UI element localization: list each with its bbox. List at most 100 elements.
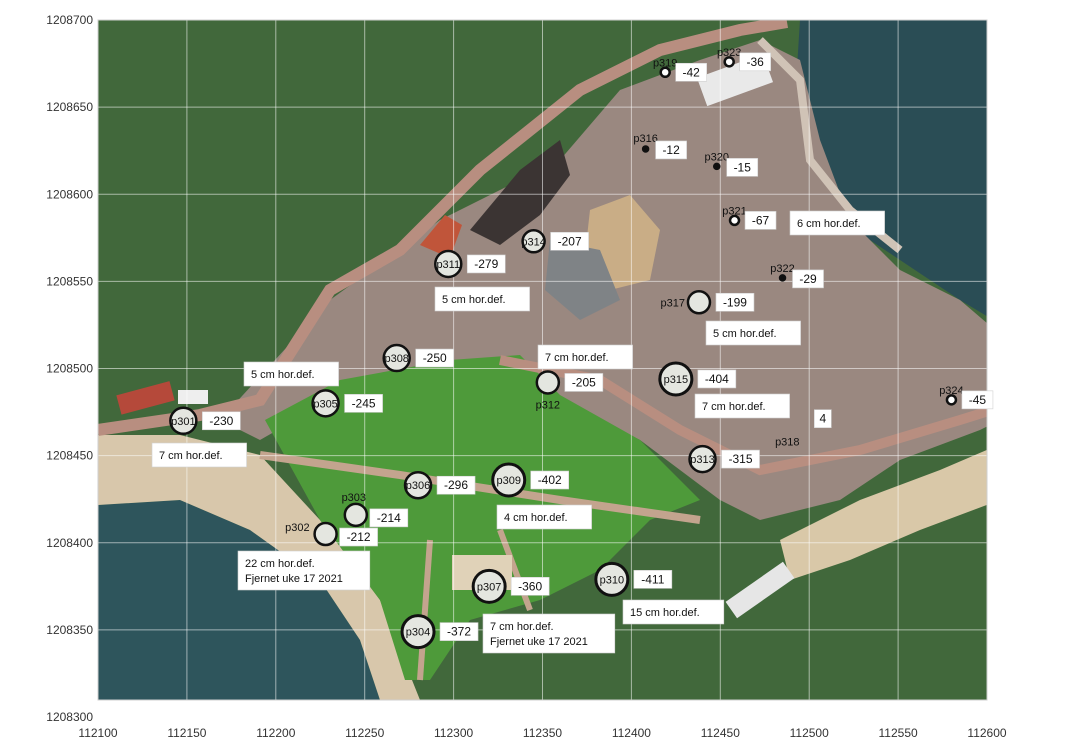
note-box <box>694 393 790 419</box>
point-value-box <box>726 158 759 177</box>
point-marker <box>382 343 411 373</box>
survey-point-p322[interactable]: p322-29 <box>770 263 824 289</box>
survey-point-p319[interactable]: p319-42 <box>653 57 707 82</box>
survey-point-p303[interactable]: p303-214 <box>342 492 409 528</box>
y-tick-label: 1208500 <box>46 362 93 376</box>
point-marker <box>403 470 433 500</box>
survey-point-p324[interactable]: p324 -45 <box>939 385 994 410</box>
point-value: -45 <box>969 393 987 407</box>
survey-point-p301[interactable]: p301-230 <box>169 406 241 436</box>
point-id-label: p324 <box>939 385 963 397</box>
x-tick-label: 112450 <box>701 726 740 740</box>
point-marker <box>686 290 712 315</box>
field-path <box>259 451 701 524</box>
note-box <box>789 210 885 236</box>
survey-point-p317[interactable]: p317-199 <box>660 290 755 315</box>
note-box <box>482 613 616 654</box>
point-id-label: p314 <box>521 236 545 248</box>
x-tick-label: 112600 <box>967 726 1006 740</box>
note-line: Fjernet uke 17 2021 <box>245 573 343 585</box>
survey-point-p314[interactable]: p314 -207 <box>521 229 589 254</box>
survey-point-p312[interactable]: p312-205 <box>535 370 604 411</box>
point-marker <box>641 145 650 153</box>
point-marker <box>471 568 507 604</box>
point-value: -207 <box>558 234 582 248</box>
point-marker <box>491 462 527 498</box>
point-value-box <box>792 269 824 289</box>
note-p321: 6 cm hor.def. <box>789 210 885 236</box>
x-tick-label: 112550 <box>879 726 918 740</box>
point-marker <box>945 394 958 406</box>
survey-point-p304[interactable]: p304-372 <box>400 614 479 650</box>
gravel-pile-grey <box>545 240 620 320</box>
point-value-box <box>721 449 760 469</box>
note-line: 22 cm hor.def. <box>245 558 315 570</box>
point-id-label: p319 <box>653 57 677 69</box>
note-p315: 7 cm hor.def. <box>694 393 790 419</box>
point-id-label: p303 <box>342 492 366 504</box>
y-tick-label: 1208600 <box>46 187 93 201</box>
survey-point-p316[interactable]: p316-12 <box>633 133 687 160</box>
survey-point-p309[interactable]: p309-402 <box>491 462 570 498</box>
building-red <box>116 381 175 415</box>
point-marker <box>434 249 463 279</box>
point-value: -411 <box>641 572 664 586</box>
point-id-label: p305 <box>313 398 337 410</box>
survey-point-p302[interactable]: p302-212 <box>285 521 378 547</box>
point-value: -245 <box>352 396 376 410</box>
point-value-box <box>510 577 550 596</box>
point-value: -15 <box>734 160 752 174</box>
point-value-box <box>369 508 409 528</box>
note-line: 5 cm hor.def. <box>442 294 506 306</box>
survey-point-p307[interactable]: p307-360 <box>471 568 550 604</box>
note-line: 5 cm hor.def. <box>713 328 777 340</box>
x-tick-label: 112100 <box>78 726 117 740</box>
point-value: -67 <box>752 213 770 227</box>
point-value-box <box>436 475 476 495</box>
point-id-label: p309 <box>496 475 520 487</box>
point-value-box <box>633 570 673 589</box>
survey-point-p310[interactable]: p310 -411 <box>594 561 673 597</box>
point-value-box <box>814 409 832 428</box>
y-axis-tick-labels: 1208700120865012086001208550120850012084… <box>46 13 93 724</box>
note-box <box>537 344 633 370</box>
point-id-label: p310 <box>600 574 624 586</box>
point-id-label: p318 <box>775 437 799 449</box>
survey-point-p313[interactable]: p313-315 <box>688 444 760 474</box>
deformation-notes: 7 cm hor.def. 5 cm hor.def. 5 cm hor.def. 7… <box>151 210 885 654</box>
building-white <box>178 390 208 404</box>
y-tick-label: 1208400 <box>46 536 93 550</box>
point-value-box <box>439 622 479 641</box>
point-value: -199 <box>723 295 747 309</box>
survey-point-p320[interactable]: p320 -15 <box>705 151 759 177</box>
survey-point-p315[interactable]: p315-404 <box>658 361 737 397</box>
shore-sand-east <box>780 449 987 580</box>
field-path-3 <box>497 528 533 612</box>
survey-point-p308[interactable]: p308-250 <box>382 343 455 373</box>
point-marker <box>169 406 198 436</box>
point-marker <box>311 389 340 418</box>
survey-point-p311[interactable]: p311-279 <box>434 249 506 279</box>
survey-point-p323[interactable]: p323-36 <box>717 47 771 72</box>
water-sea-east <box>795 20 987 400</box>
note-line: 4 cm hor.def. <box>504 512 568 524</box>
point-marker <box>723 56 735 68</box>
point-value-box <box>675 62 707 82</box>
note-line: 7 cm hor.def. <box>545 352 609 364</box>
point-value-box <box>344 394 383 413</box>
x-tick-label: 112250 <box>345 726 384 740</box>
point-value: -372 <box>447 625 471 639</box>
point-id-label: p320 <box>705 151 729 163</box>
survey-point-p321[interactable]: p321-67 <box>722 205 777 230</box>
point-id-label: p322 <box>770 263 794 275</box>
survey-point-p305[interactable]: p305 -245 <box>311 389 383 418</box>
note-box <box>243 361 339 387</box>
point-marker <box>521 229 546 254</box>
note-line: 15 cm hor.def. <box>630 607 700 619</box>
point-id-label: p313 <box>690 454 714 466</box>
note-p302: 22 cm hor.def. Fjernet uke 17 2021 <box>237 550 371 591</box>
survey-point-p306[interactable]: p306-296 <box>403 470 476 500</box>
point-value-box <box>466 254 506 274</box>
point-value: -279 <box>474 257 498 271</box>
